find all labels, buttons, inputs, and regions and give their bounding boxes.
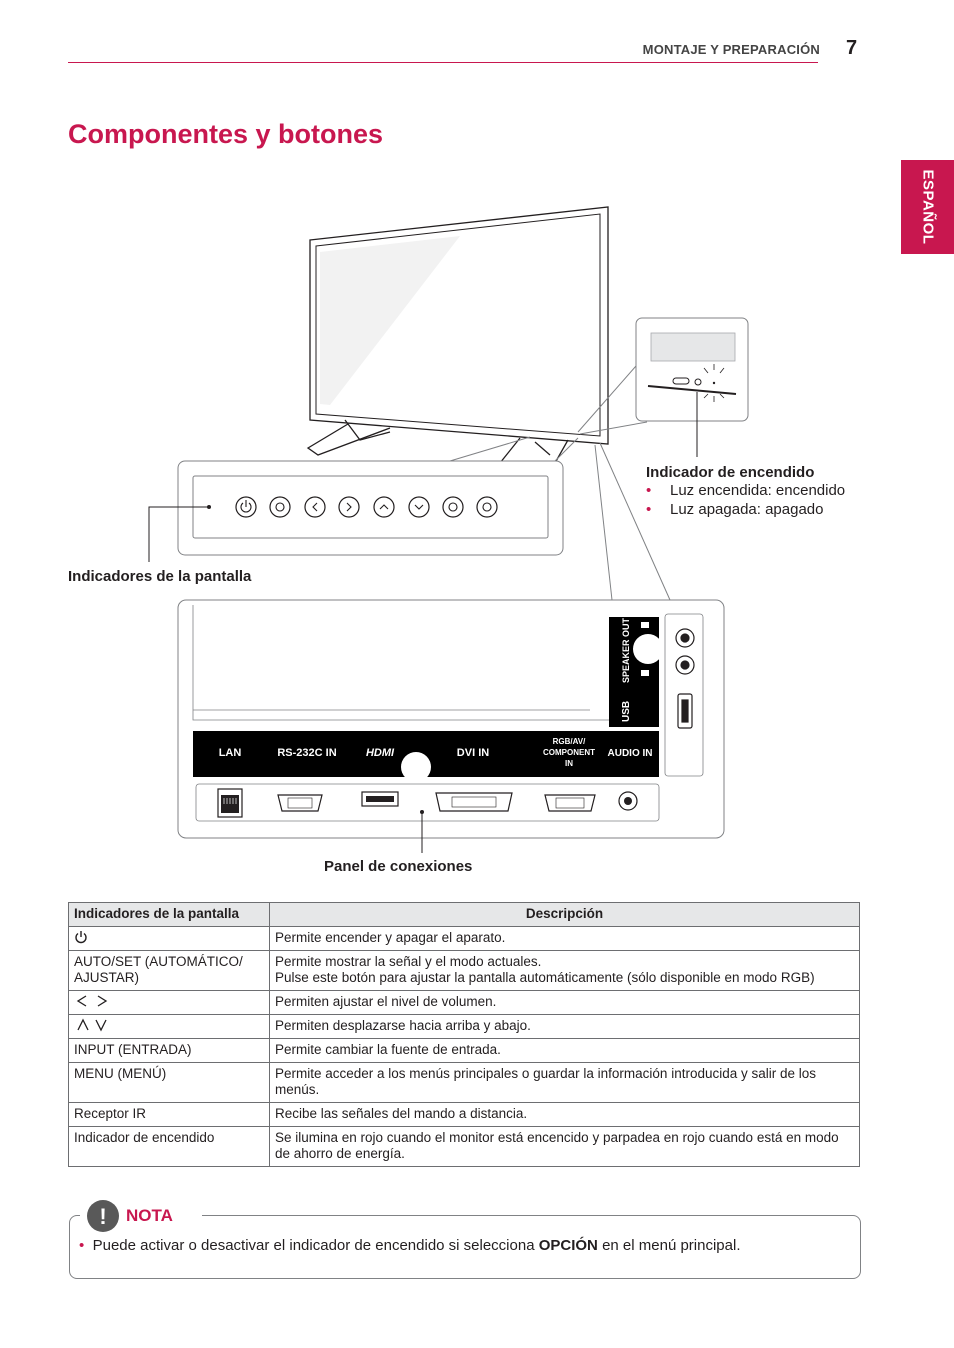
table-row: Receptor IR Recibe las señales del mando… <box>68 1102 860 1127</box>
up-button <box>373 496 395 518</box>
port-label-speaker: SPEAKER OUT <box>621 617 631 683</box>
header-rule <box>68 62 818 63</box>
page-number: 7 <box>846 37 858 59</box>
note-text: • Puede activar o desactivar el indicado… <box>79 1237 741 1254</box>
port-label-rgb-1: RGB/AV/ <box>553 737 587 746</box>
port-label-dvi: DVI IN <box>457 747 489 759</box>
port-label-audio: AUDIO IN <box>608 748 653 759</box>
dvi-port <box>435 792 513 812</box>
connection-panel-label: Panel de conexiones <box>324 858 473 875</box>
table-cell-indicator: INPUT (ENTRADA) <box>68 1038 270 1063</box>
table-cell-description: Permite acceder a los menús principales … <box>269 1062 860 1103</box>
port-label-rgb-3: IN <box>565 759 573 768</box>
power-icon <box>75 931 87 944</box>
table-cell-indicator <box>68 1014 270 1039</box>
table-cell-description: Permiten ajustar el nivel de volumen. <box>269 990 860 1015</box>
table-cell-description: Permite mostrar la señal y el modo actua… <box>269 950 860 991</box>
menu-button <box>476 496 498 518</box>
table-row: MENU (MENÚ) Permite acceder a los menús … <box>68 1062 860 1103</box>
section-title: MONTAJE Y PREPARACIÓN <box>642 42 820 57</box>
table-row: Permite encender y apagar el aparato. <box>68 926 860 951</box>
input-button <box>442 496 464 518</box>
power-indicator-bullet-on: •Luz encendida: encendido <box>646 482 846 499</box>
table-cell-description: Permite encender y apagar el aparato. <box>269 926 860 951</box>
table-cell-indicator <box>68 926 270 951</box>
screen-indicators-label: Indicadores de la pantalla <box>68 568 252 585</box>
rgb-port <box>544 794 596 812</box>
table-cell-indicator: AUTO/SET (AUTOMÁTICO/ AJUSTAR) <box>68 950 270 991</box>
table-row: Permiten desplazarse hacia arriba y abaj… <box>68 1014 860 1039</box>
indicators-table: Indicadores de la pantalla Descripción P… <box>68 902 860 1167</box>
table-cell-indicator: Receptor IR <box>68 1102 270 1127</box>
volume-up-button <box>338 496 360 518</box>
power-indicator-bullet-off: •Luz apagada: apagado <box>646 501 824 518</box>
down-button <box>408 496 430 518</box>
table-cell-description: Se ilumina en rojo cuando el monitor est… <box>269 1126 860 1167</box>
table-row: AUTO/SET (AUTOMÁTICO/ AJUSTAR) Permite m… <box>68 950 860 991</box>
table-cell-indicator: Indicador de encendido <box>68 1126 270 1167</box>
up-down-arrows-icon <box>77 1018 107 1032</box>
table-cell-description: Permite cambiar la fuente de entrada. <box>269 1038 860 1063</box>
table-cell-description: Recibe las señales del mando a distancia… <box>269 1102 860 1127</box>
power-indicator-label: Indicador de encendido <box>646 464 815 481</box>
table-header-indicators: Indicadores de la pantalla <box>68 902 270 927</box>
port-label-rs232: RS-232C IN <box>277 747 336 759</box>
table-cell-indicator <box>68 990 270 1015</box>
page-title: Componentes y botones <box>68 119 384 149</box>
monitor-bezel <box>309 206 609 445</box>
exclamation-icon: ! <box>87 1200 119 1232</box>
rs232-port <box>277 794 323 812</box>
table-cell-indicator: MENU (MENÚ) <box>68 1062 270 1103</box>
port-label-lan: LAN <box>219 747 242 759</box>
table-row: Indicador de encendido Se ilumina en roj… <box>68 1126 860 1167</box>
port-label-rgb-2: COMPONENT <box>543 748 595 757</box>
monitor-diagram: LAN RS-232C IN HDMI DVI IN RGB/AV/ COMPO… <box>148 206 749 853</box>
table-cell-description: Permiten desplazarse hacia arriba y abaj… <box>269 1014 860 1039</box>
table-header-row: Indicadores de la pantalla Descripción <box>68 902 860 927</box>
table-row: Permiten ajustar el nivel de volumen. <box>68 990 860 1015</box>
table-row: INPUT (ENTRADA) Permite cambiar la fuent… <box>68 1038 860 1063</box>
table-header-description: Descripción <box>269 902 860 927</box>
port-label-hdmi: HDMI <box>366 747 395 759</box>
note-label: NOTA <box>126 1206 173 1225</box>
note-box <box>69 1215 861 1279</box>
auto-set-button <box>269 496 291 518</box>
port-label-usb: USB <box>621 701 632 722</box>
volume-down-button <box>304 496 326 518</box>
language-tab: ESPAÑOL <box>901 160 954 254</box>
volume-arrows-icon <box>76 995 108 1007</box>
